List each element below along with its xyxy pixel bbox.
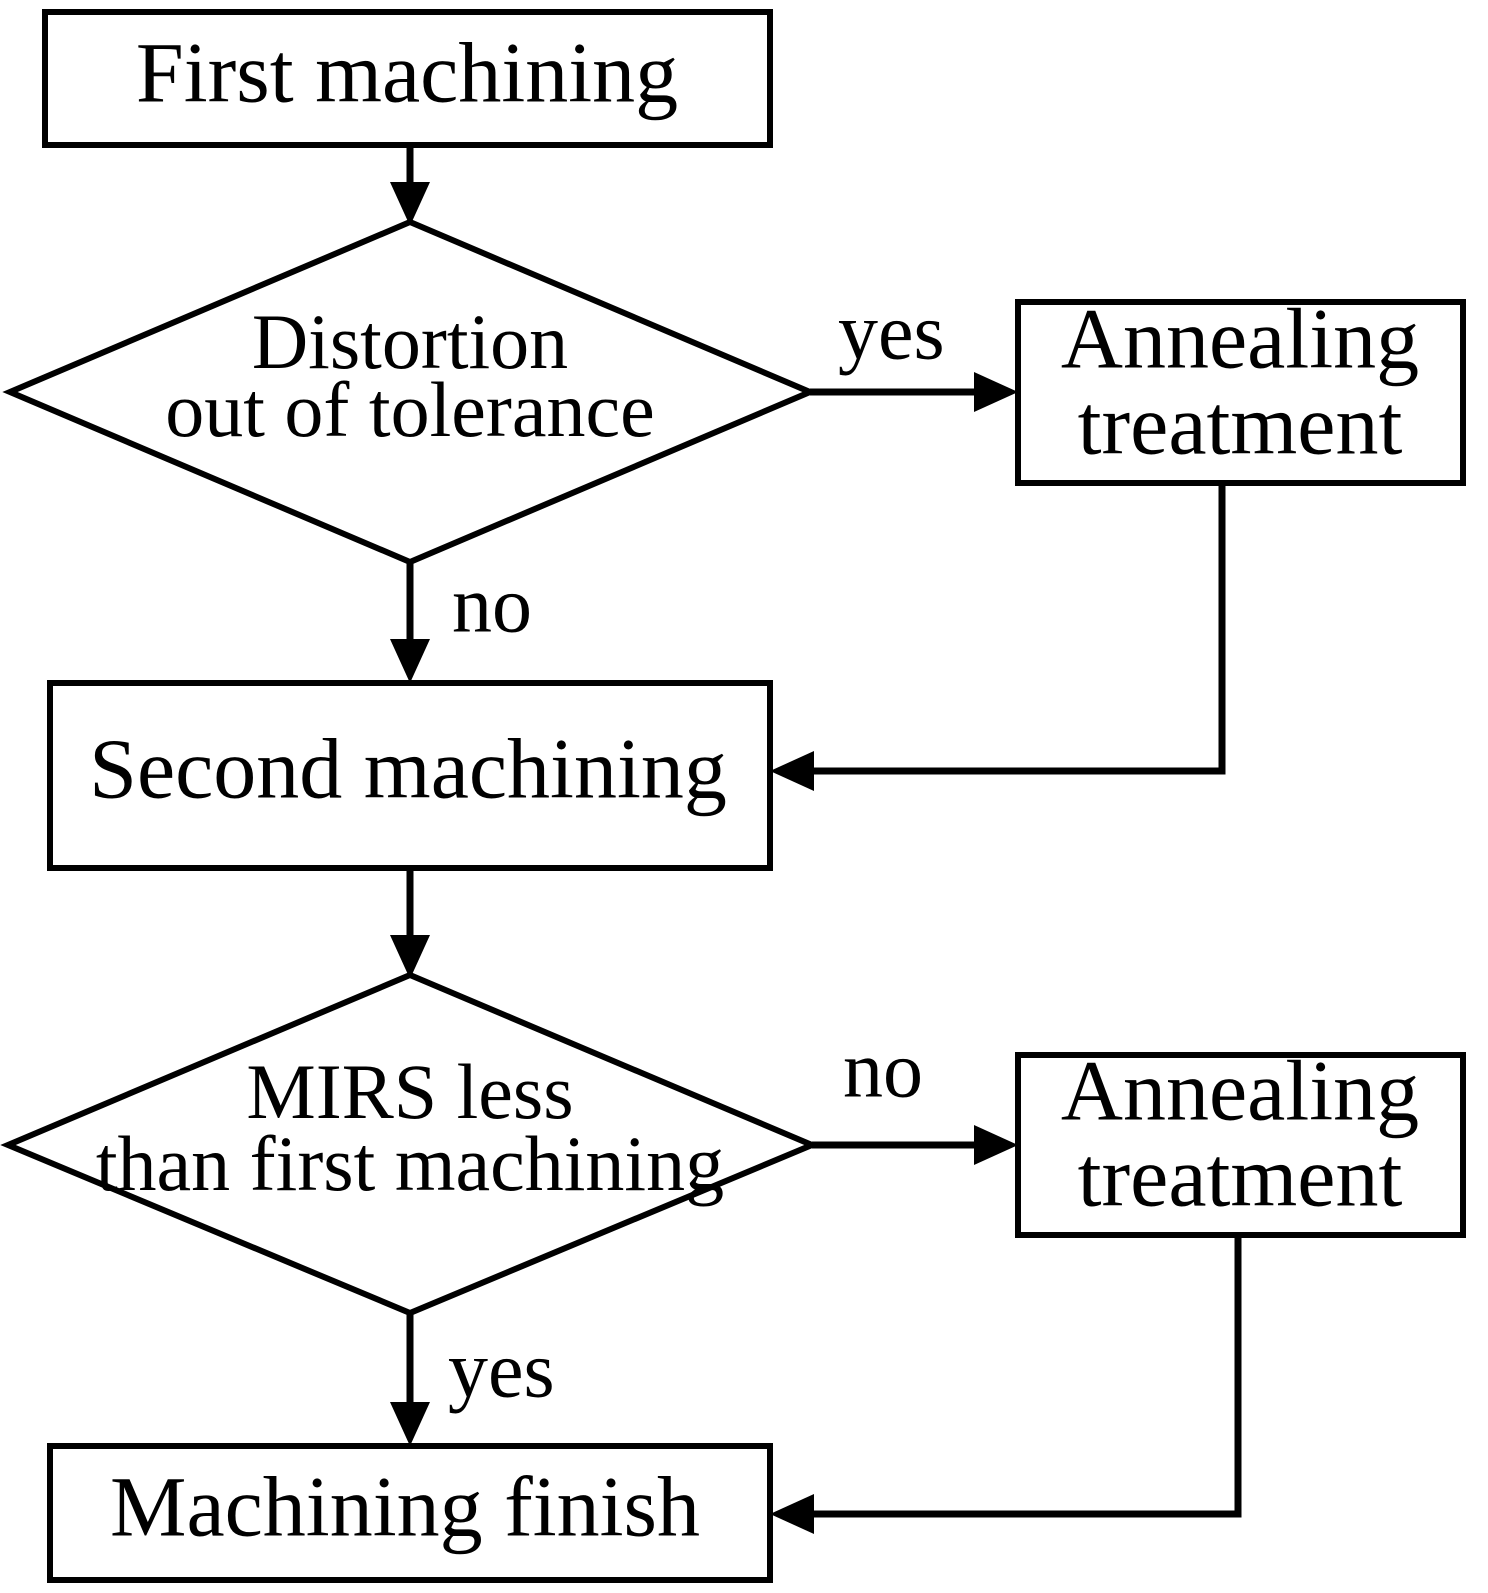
first-machining-label: First machining xyxy=(136,25,678,121)
mirs-check-diamond[interactable] xyxy=(0,971,820,1317)
node-distortion-check[interactable]: Distortion out of tolerance xyxy=(2,218,818,566)
node-mirs-check[interactable]: MIRS less than first machining xyxy=(0,971,820,1317)
machining-finish-label: Machining finish xyxy=(110,1459,700,1555)
arrow-head-icon xyxy=(390,182,430,226)
edge-label-mirs-no: no xyxy=(843,1026,923,1114)
second-machining-label: Second machining xyxy=(89,721,727,817)
annealing-treatment-1-label-line2: treatment xyxy=(1078,377,1403,473)
edge-label-mirs-yes: yes xyxy=(448,1326,555,1414)
mirs-check-label-line2: than first machining xyxy=(96,1120,724,1207)
edge-mirs-no-to-annealing-2 xyxy=(812,1125,1018,1165)
node-first-machining[interactable]: First machining xyxy=(42,9,773,148)
arrow-head-icon xyxy=(390,935,430,979)
node-annealing-treatment-1[interactable]: Annealing treatment xyxy=(1015,291,1466,486)
node-annealing-treatment-2[interactable]: Annealing treatment xyxy=(1015,1043,1466,1238)
annealing-treatment-2-box[interactable] xyxy=(1015,1052,1466,1238)
annealing-treatment-1-box[interactable] xyxy=(1015,299,1466,486)
node-machining-finish[interactable]: Machining finish xyxy=(47,1443,773,1583)
arrow-head-icon xyxy=(390,1402,430,1446)
edge-annealing-1-to-second-machining xyxy=(770,483,1226,791)
annealing-treatment-1-label-line1: Annealing xyxy=(1061,291,1419,387)
machining-finish-box[interactable] xyxy=(47,1443,773,1583)
edge-mirs-yes-to-machining-finish xyxy=(390,1313,430,1446)
annealing-treatment-2-label-line2: treatment xyxy=(1078,1129,1403,1225)
edge-distortion-no-to-second-machining xyxy=(390,562,430,683)
edge-label-distortion-no: no xyxy=(452,561,532,649)
mirs-check-label-line1: MIRS less xyxy=(246,1048,573,1135)
annealing-treatment-2-label-line1: Annealing xyxy=(1061,1043,1419,1139)
distortion-check-diamond[interactable] xyxy=(2,218,818,566)
arrow-head-icon xyxy=(770,1494,814,1534)
edge-label-distortion-yes: yes xyxy=(838,288,945,376)
distortion-check-label-line2: out of tolerance xyxy=(165,366,654,453)
arrow-head-icon xyxy=(974,1125,1018,1165)
edge-annealing-2-to-machining-finish xyxy=(770,1235,1242,1534)
arrow-head-icon xyxy=(390,639,430,683)
arrow-head-icon xyxy=(974,372,1018,412)
second-machining-box[interactable] xyxy=(47,680,773,871)
edge-distortion-yes-to-annealing-1 xyxy=(810,372,1018,412)
edge-second-machining-to-mirs xyxy=(390,868,430,979)
edge-first-machining-to-distortion xyxy=(390,145,430,226)
distortion-check-label-line1: Distortion xyxy=(252,298,568,385)
node-second-machining[interactable]: Second machining xyxy=(47,680,773,871)
first-machining-box[interactable] xyxy=(42,9,773,148)
arrow-head-icon xyxy=(770,751,814,791)
